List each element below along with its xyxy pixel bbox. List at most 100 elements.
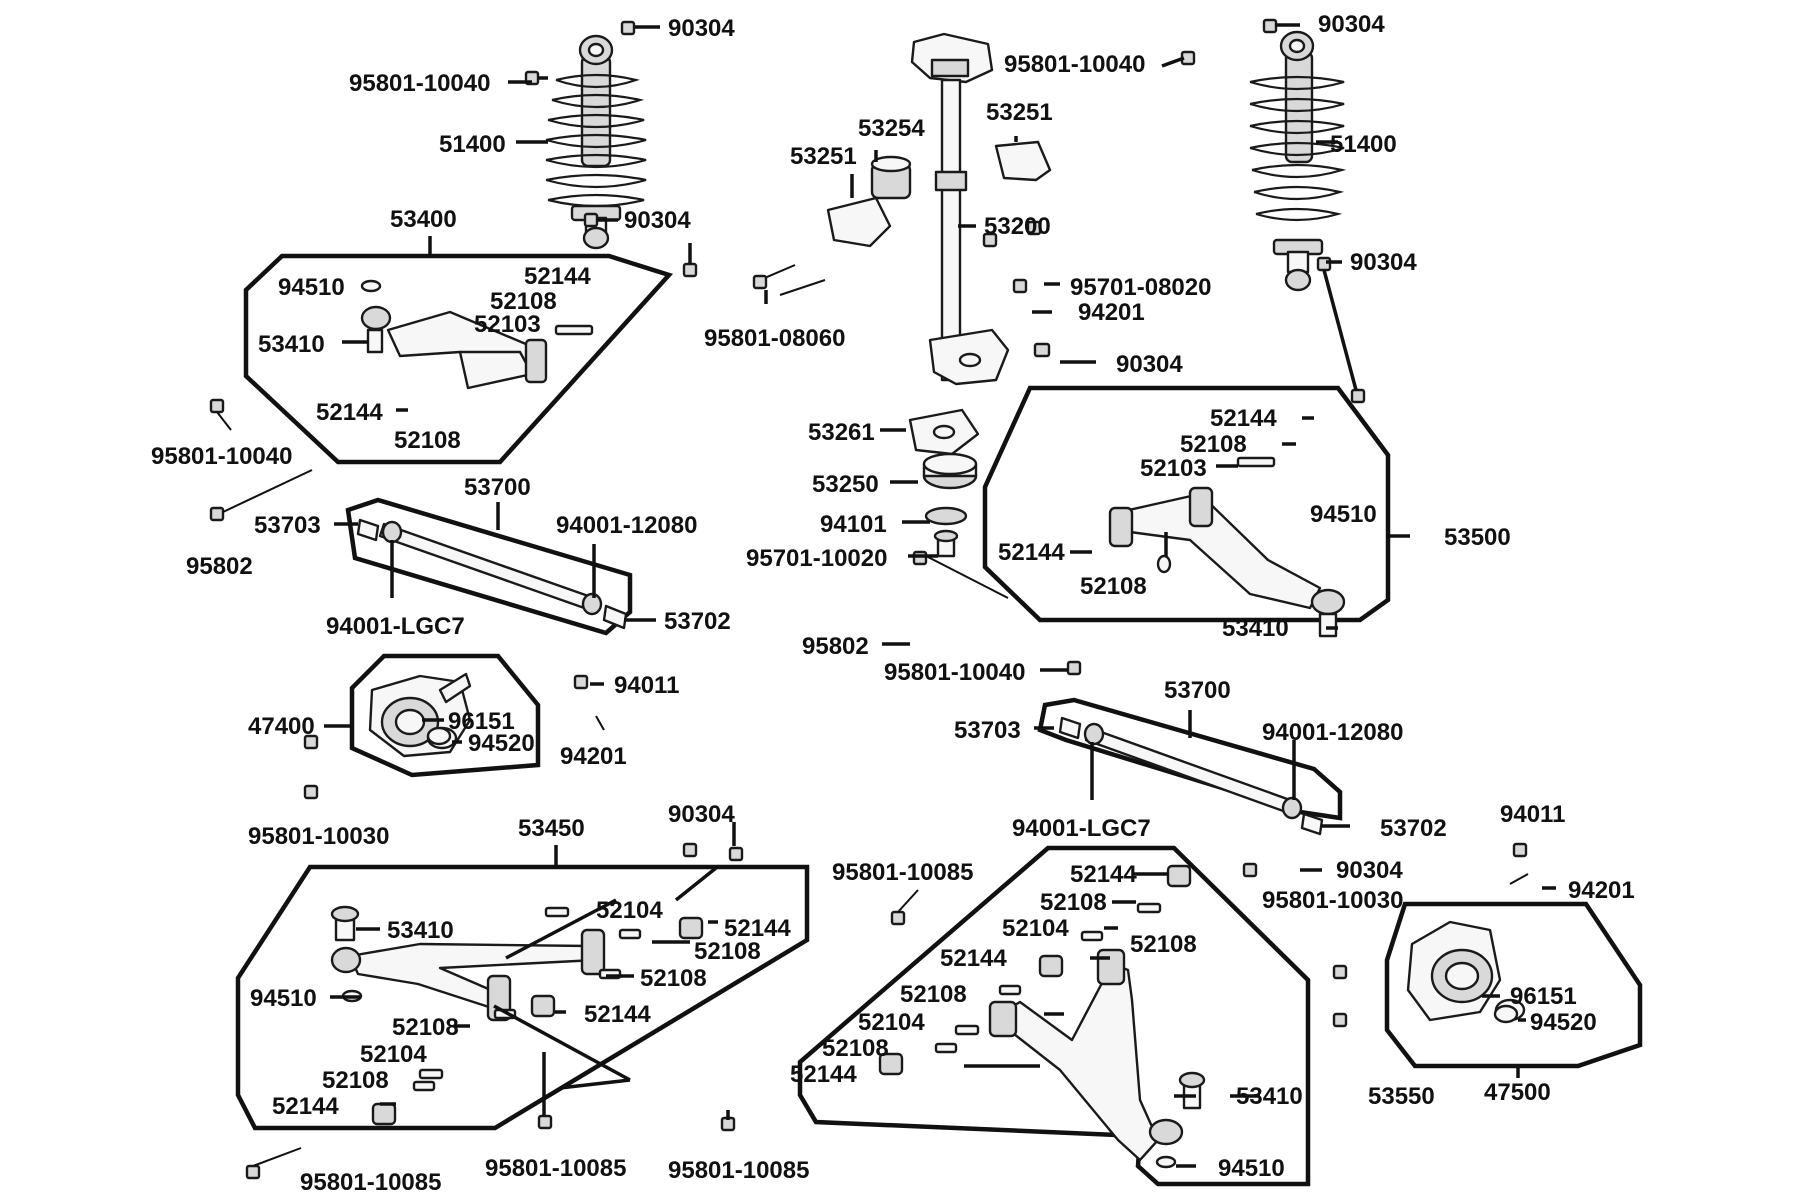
- part-label: 52144: [790, 1061, 857, 1088]
- part-label: 53500: [1444, 524, 1511, 551]
- part-label: 53410: [1236, 1083, 1303, 1110]
- part-label: 95801-10085: [300, 1169, 441, 1196]
- part-label: 95801-10085: [832, 859, 973, 886]
- part-label: 53700: [1164, 677, 1231, 704]
- lower-a-arm-right: [988, 948, 1206, 1162]
- part-label: 95801-10040: [349, 70, 490, 97]
- part-label: 52103: [474, 311, 541, 338]
- part-label: 53251: [986, 99, 1053, 126]
- part-label: 52108: [1130, 931, 1197, 958]
- part-label: 95801-10030: [1262, 887, 1403, 914]
- part-label: 95802: [802, 633, 869, 660]
- part-label: 90304: [668, 15, 735, 42]
- part-label: 53702: [1380, 815, 1447, 842]
- left-shock-absorber: [545, 34, 647, 250]
- part-label: 94201: [560, 743, 627, 770]
- part-label: 94520: [1530, 1009, 1597, 1036]
- part-label: 94201: [1078, 299, 1145, 326]
- part-label: 52144: [940, 945, 1007, 972]
- part-label: 53410: [1222, 615, 1289, 642]
- part-label: 52108: [900, 981, 967, 1008]
- tie-rod-left: [356, 518, 628, 630]
- part-label: 53703: [954, 717, 1021, 744]
- lower-a-arm-left: [330, 905, 606, 1022]
- part-label: 52104: [1002, 915, 1069, 942]
- part-label: 95701-08020: [1070, 274, 1211, 301]
- part-label: 52103: [1140, 455, 1207, 482]
- part-label: 52108: [1040, 889, 1107, 916]
- part-label: 94011: [614, 672, 679, 699]
- part-label: 90304: [1318, 11, 1385, 38]
- part-label: 94510: [278, 274, 345, 301]
- part-label: 53200: [984, 213, 1051, 240]
- part-label: 95801-10030: [248, 823, 389, 850]
- part-label: 52144: [1070, 861, 1137, 888]
- part-label: 90304: [668, 801, 735, 828]
- part-label: 53261: [808, 419, 875, 446]
- box-53450: [235, 864, 810, 1131]
- part-label: 95801-10085: [485, 1155, 626, 1182]
- part-label: 90304: [1336, 857, 1403, 884]
- part-label: 95801-08060: [704, 325, 845, 352]
- part-label: 53450: [518, 815, 585, 842]
- part-label: 95801-10040: [151, 443, 292, 470]
- part-label: 52144: [1210, 405, 1277, 432]
- part-label: 52108: [640, 965, 707, 992]
- part-label: 52144: [524, 263, 591, 290]
- part-label: 95701-10020: [746, 545, 887, 572]
- part-label: 90304: [1350, 249, 1417, 276]
- part-label: 52144: [998, 539, 1065, 566]
- part-label: 53410: [387, 917, 454, 944]
- part-label: 52144: [316, 399, 383, 426]
- part-label: 52108: [1180, 431, 1247, 458]
- part-label: 96151: [448, 708, 515, 735]
- part-label: 53700: [464, 474, 531, 501]
- part-label: 52108: [1080, 573, 1147, 600]
- part-label: 94001-LGC7: [1012, 815, 1151, 842]
- part-label: 53703: [254, 512, 321, 539]
- part-label: 95802: [186, 553, 253, 580]
- box-53700-left: [345, 497, 633, 636]
- part-label: 94510: [1310, 501, 1377, 528]
- box-47500: [1384, 901, 1643, 1069]
- part-label: 51400: [1330, 131, 1397, 158]
- small-hardware: [209, 18, 1529, 1180]
- part-labels: 90304 95801-10040 51400 90304 53400 9451…: [151, 11, 1635, 1196]
- part-label: 94001-12080: [556, 512, 697, 539]
- box-53400: [243, 253, 674, 465]
- box-53550: [797, 845, 1311, 1187]
- part-label: 94101: [820, 511, 887, 538]
- part-label: 52108: [322, 1067, 389, 1094]
- part-label: 53410: [258, 331, 325, 358]
- part-label: 90304: [624, 207, 691, 234]
- box-47400: [349, 653, 541, 778]
- part-label: 95801-10085: [668, 1157, 809, 1184]
- part-label: 52108: [822, 1035, 889, 1062]
- part-label: 52108: [392, 1014, 459, 1041]
- part-label: 95801-10040: [884, 659, 1025, 686]
- part-label: 94001-12080: [1262, 719, 1403, 746]
- part-label: 94201: [1568, 877, 1635, 904]
- part-label: 90304: [1116, 351, 1183, 378]
- box-53500: [982, 385, 1391, 623]
- part-label: 51400: [439, 131, 506, 158]
- part-label: 53254: [858, 115, 925, 142]
- part-label: 94510: [250, 985, 317, 1012]
- part-label: 94510: [1218, 1155, 1285, 1182]
- part-label: 52144: [724, 915, 791, 942]
- part-label: 52108: [694, 938, 761, 965]
- part-label: 47400: [248, 713, 315, 740]
- part-label: 53550: [1368, 1083, 1435, 1110]
- part-label: 52144: [272, 1093, 339, 1120]
- part-label: 47500: [1484, 1079, 1551, 1106]
- leader-lines: [324, 23, 1556, 1168]
- part-label: 52104: [858, 1009, 925, 1036]
- part-label: 95801-10040: [1004, 51, 1145, 78]
- upper-a-arm-right: [1108, 486, 1346, 638]
- part-label: 96151: [1510, 983, 1577, 1010]
- part-label: 52108: [490, 288, 557, 315]
- part-label: 94011: [1500, 801, 1565, 828]
- part-label: 94520: [468, 730, 535, 757]
- part-label: 52108: [394, 427, 461, 454]
